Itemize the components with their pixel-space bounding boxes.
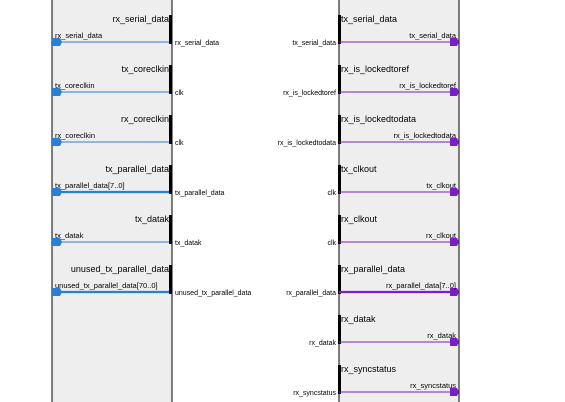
output-arrow-icon	[450, 188, 459, 196]
port-bar	[338, 215, 341, 244]
right-block-body	[338, 0, 460, 402]
signal-label: rx_is_lockedtoref	[399, 81, 457, 90]
port-bar	[169, 65, 172, 94]
port-name-label: rx_is_lockedtoref	[341, 64, 410, 74]
signal-label: rx_parallel_data[7..0]	[386, 281, 456, 290]
output-arrow-icon	[450, 388, 459, 396]
port-bar	[338, 15, 341, 44]
right-block-ports: tx_serial_data tx_serial_data tx_serial_da…	[278, 14, 459, 397]
connection-label: rx_parallel_data	[286, 290, 336, 297]
port-name-label: tx_datak	[135, 214, 170, 224]
output-arrow-icon	[450, 88, 459, 96]
port-name-label: unused_tx_parallel_data	[71, 264, 169, 274]
signal-label: rx_datak	[427, 331, 456, 340]
port-bar	[169, 115, 172, 144]
port-name-label: rx_datak	[341, 314, 376, 324]
port-bar	[338, 315, 341, 344]
port-rx_is_lockedtodata[interactable]: rx_is_lockedtodata rx_is_lockedtodata rx_i…	[278, 114, 459, 147]
port-bar	[169, 265, 172, 294]
port-tx_parallel_data[interactable]: tx_parallel_datatx_parallel_data[7..0]tx…	[52, 164, 225, 197]
port-name-label: rx_parallel_data	[341, 264, 405, 274]
port-bar	[169, 15, 172, 44]
signal-label: rx_serial_data	[55, 31, 103, 40]
output-arrow-icon	[450, 338, 459, 346]
output-arrow-icon	[450, 238, 459, 246]
port-bar	[338, 115, 341, 144]
port-bar	[169, 165, 172, 194]
input-arrow-icon	[52, 288, 62, 296]
input-arrow-icon	[52, 38, 62, 46]
connection-label: tx_serial_data	[292, 40, 336, 47]
port-rx_is_lockedtoref[interactable]: rx_is_lockedtoref rx_is_lockedtoref rx_is_…	[283, 64, 459, 97]
signal-label: tx_coreclkin	[55, 81, 95, 90]
port-bar	[338, 65, 341, 94]
connection-label: rx_syncstatus	[293, 390, 336, 397]
output-arrow-icon	[450, 288, 459, 296]
input-arrow-icon	[52, 138, 62, 146]
input-arrow-icon	[52, 238, 62, 246]
signal-label: tx_parallel_data[7..0]	[55, 181, 125, 190]
left-block-body	[51, 0, 173, 402]
output-arrow-icon	[450, 138, 459, 146]
signal-label: tx_datak	[55, 231, 84, 240]
connection-label: clk	[175, 140, 184, 147]
connection-label: rx_serial_data	[175, 40, 219, 47]
port-name-label: tx_clkout	[341, 164, 377, 174]
port-rx_parallel_data[interactable]: rx_parallel_datarx_parallel_data[7..0]rx…	[286, 264, 459, 297]
port-rx_syncstatus[interactable]: rx_syncstatus rx_syncstatus rx_syncstatus	[293, 364, 459, 397]
input-arrow-icon	[52, 188, 62, 196]
signal-label: tx_serial_data	[409, 31, 457, 40]
port-name-label: rx_coreclkin	[121, 114, 169, 124]
port-name-label: rx_serial_data	[112, 14, 169, 24]
connection-label: unused_tx_parallel_data	[175, 290, 251, 297]
port-name-label: tx_coreclkin	[121, 64, 169, 74]
connection-label: clk	[327, 190, 336, 197]
signal-label: rx_clkout	[426, 231, 457, 240]
connection-label: tx_parallel_data	[175, 190, 225, 197]
port-bar	[169, 215, 172, 244]
connection-label: rx_datak	[309, 340, 336, 347]
connection-label: rx_is_lockedtodata	[278, 140, 336, 147]
connection-label: tx_datak	[175, 240, 202, 247]
port-name-label: rx_clkout	[341, 214, 378, 224]
connection-label: rx_is_lockedtoref	[283, 90, 336, 97]
port-unused_tx_parallel_data[interactable]: unused_tx_parallel_data unused_tx_paralle…	[52, 264, 251, 297]
signal-label: rx_is_lockedtodata	[393, 131, 456, 140]
port-rx_serial_data[interactable]: rx_serial_data rx_serial_data rx_serial_da…	[52, 14, 219, 47]
port-tx_serial_data[interactable]: tx_serial_data tx_serial_data tx_serial_da…	[292, 14, 459, 47]
connection-label: clk	[175, 90, 184, 97]
signal-label: tx_clkout	[426, 181, 457, 190]
port-rx_datak[interactable]: rx_datak rx_datak rx_datak	[309, 314, 459, 347]
port-bar	[338, 165, 341, 194]
connection-label: clk	[327, 240, 336, 247]
signal-label: unused_tx_parallel_data[70..0]	[55, 281, 158, 290]
port-name-label: tx_serial_data	[341, 14, 397, 24]
output-arrow-icon	[450, 38, 459, 46]
input-arrow-icon	[52, 88, 62, 96]
port-name-label: rx_syncstatus	[341, 364, 397, 374]
port-name-label: rx_is_lockedtodata	[341, 114, 416, 124]
port-tx_datak[interactable]: tx_datak tx_datak tx_datak	[52, 214, 202, 247]
port-bar	[338, 265, 341, 294]
signal-label: rx_syncstatus	[410, 381, 456, 390]
left-block-ports: rx_serial_data rx_serial_data rx_serial_da…	[52, 14, 251, 297]
port-bar	[338, 365, 341, 394]
port-name-label: tx_parallel_data	[105, 164, 169, 174]
signal-label: rx_coreclkin	[55, 131, 95, 140]
